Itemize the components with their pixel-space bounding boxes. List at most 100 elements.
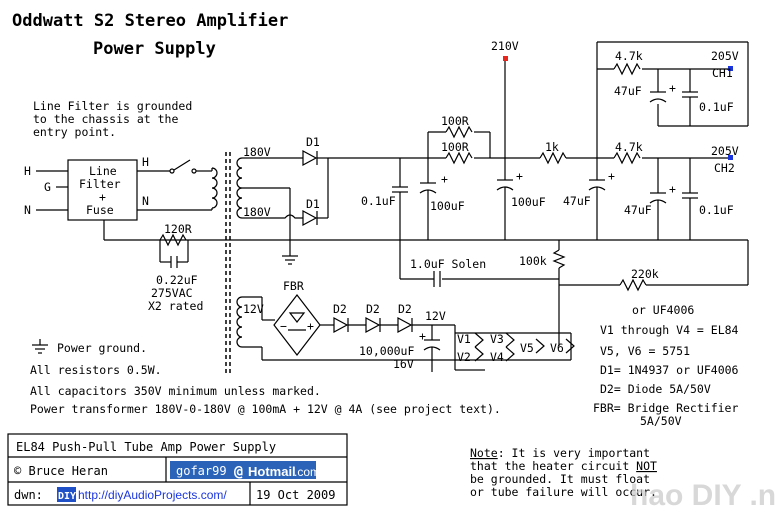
legend-v1v4: V1 through V4 = EL84 (600, 323, 739, 337)
watermark: hao DIY .net (630, 479, 775, 512)
plus-47uf-ch1: + (669, 81, 676, 95)
node-ch1-marker (728, 66, 733, 71)
filter-text-2: Filter (79, 177, 121, 191)
note-line-filter-1: Line Filter is grounded (33, 99, 192, 113)
diy-badge-text: DIY (58, 491, 76, 502)
bridge-plus-sign: + (307, 319, 314, 333)
label-c01-ch2: 0.1uF (699, 203, 734, 217)
input-h-label: H (24, 164, 31, 178)
label-210v: 210V (491, 39, 519, 53)
heater-bus (454, 325, 572, 371)
email-tld: .com (294, 465, 320, 479)
label-12v-out: 12V (425, 309, 446, 323)
plus-100uf-b: + (516, 169, 523, 183)
capacitor-47uf-ch2 (649, 158, 667, 240)
warning-line4: or tube failure will occur. (470, 485, 657, 499)
label-205v-1: 205V (711, 49, 739, 63)
note-resistors: All resistors 0.5W. (30, 363, 162, 377)
legend-uf4006: or UF4006 (632, 303, 694, 317)
warning-not: NOT (636, 459, 657, 473)
label-c100-b: 100uF (511, 195, 546, 209)
capacitor-100uf-b (496, 158, 514, 240)
label-1k: 1k (545, 140, 559, 154)
capacitor-solen (433, 271, 441, 287)
label-100r-top: 100R (441, 114, 469, 128)
warning-line2-pre: that the heater circuit (470, 459, 636, 473)
label-180v-top: 180V (243, 145, 271, 159)
power-transformer (211, 152, 291, 375)
label-v3: V3 (490, 332, 504, 346)
warning-line1: Note: It is very important (470, 446, 650, 460)
node-ch2-marker (728, 155, 733, 160)
resistor-220k (559, 239, 749, 292)
title-block (7, 433, 348, 506)
label-solen: 1.0uF Solen (410, 257, 486, 271)
tube-heater-v6 (565, 338, 575, 354)
email-host: Hotmail (248, 464, 296, 479)
label-c01-a: 0.1uF (361, 194, 396, 208)
capacitor-10000uf (423, 325, 455, 372)
warning-line3: be grounded. It must float (470, 472, 650, 486)
plus-47uf-main: + (608, 169, 615, 183)
legend-d2: D2= Diode 5A/50V (600, 382, 711, 396)
heater-secondary (236, 296, 432, 361)
primary-wiring (137, 159, 212, 211)
label-c01-ch1: 0.1uF (699, 100, 734, 114)
input-n-label: N (24, 203, 31, 217)
label-d2-b: D2 (366, 302, 380, 316)
email-user: gofar99 (176, 464, 227, 478)
label-c47-main: 47uF (563, 194, 591, 208)
capacitor-100uf-a (419, 158, 437, 240)
bridge-minus-sign: − (280, 319, 287, 333)
label-c10000: 10,000uF (359, 344, 414, 358)
label-cap-275vac: 275VAC (151, 286, 193, 300)
label-v6: V6 (550, 341, 564, 355)
filter-text-4: Fuse (86, 203, 114, 217)
label-c47-ch1: 47uF (614, 84, 642, 98)
label-205v-2: 205V (711, 144, 739, 158)
capacitor-47uf-main (588, 158, 606, 240)
label-d2-a: D2 (333, 302, 347, 316)
label-fbr: FBR (283, 279, 304, 293)
legend-v5v6: V5, V6 = 5751 (600, 344, 690, 358)
label-v2: V2 (457, 350, 471, 364)
hotmail-badge (170, 461, 316, 479)
plus-100uf-a: + (441, 172, 448, 186)
note-capacitors: All capacitors 350V minimum unless marke… (30, 384, 321, 398)
label-12v-tx: 12V (243, 302, 264, 316)
label-cap-022: 0.22uF (156, 273, 198, 287)
label-d1-bot: D1 (306, 197, 320, 211)
label-16v: 16V (393, 357, 414, 371)
label-220k: 220k (631, 267, 659, 281)
titleblock-url[interactable]: http://diyAudioProjects.com/ (78, 488, 227, 502)
label-100r-mid: 100R (441, 140, 469, 154)
label-v5: V5 (520, 341, 534, 355)
label-d1-top: D1 (306, 135, 320, 149)
diode-d1-top (250, 149, 328, 167)
diy-badge (57, 487, 76, 502)
note-transformer: Power transformer 180V-0-180V @ 100mA + … (30, 402, 501, 416)
title-line1: Oddwatt S2 Stereo Amplifier (12, 11, 288, 31)
label-d2-c: D2 (398, 302, 412, 316)
titleblock-dwn: dwn: (14, 488, 43, 502)
plus-47uf-ch2: + (669, 182, 676, 196)
label-47k-1: 4.7k (615, 49, 643, 63)
label-v1: V1 (457, 332, 471, 346)
plus-10000uf: + (419, 329, 426, 343)
capacitor-01uf-ch2 (682, 158, 698, 240)
ground-rail (103, 220, 730, 280)
tube-heater-v2 (474, 346, 484, 362)
bridge-rectifier: − + (273, 294, 334, 356)
legend-d1: D1= 1N4937 or UF4006 (600, 363, 739, 377)
diode-d1-bot (250, 158, 329, 227)
resistor-47k-ch1 (613, 62, 641, 76)
line-filter-box (67, 159, 138, 221)
node-210v (503, 56, 508, 158)
label-100k: 100k (519, 254, 547, 268)
diode-d2-chain (333, 316, 455, 334)
label-cap-x2: X2 rated (148, 299, 203, 313)
titleblock-author: © Bruce Heran (14, 464, 108, 478)
legend-fbr1: FBR= Bridge Rectifier (593, 401, 738, 415)
note-line-filter-2: to the chassis at the (33, 112, 178, 126)
